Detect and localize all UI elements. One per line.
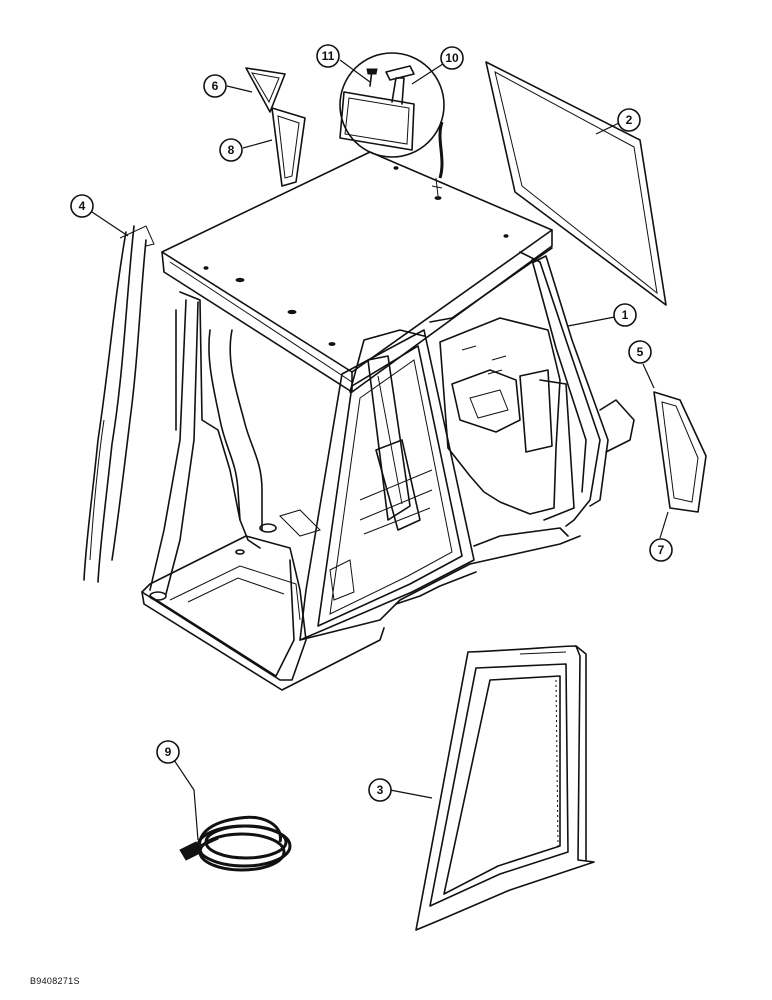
cab-assembly (141, 151, 635, 691)
callout-9: 9 (156, 740, 180, 764)
callout-2: 2 (617, 108, 641, 132)
corner-window-lower (271, 107, 306, 187)
svg-text:11: 11 (322, 49, 335, 63)
roof-mirror-slot (431, 177, 443, 197)
svg-text:4: 4 (79, 199, 86, 213)
leader-lines (91, 59, 669, 841)
callout-8: 8 (219, 138, 243, 162)
door-frame (415, 645, 595, 931)
cab-roof (161, 151, 553, 373)
callout-5: 5 (628, 340, 652, 364)
svg-text:9: 9 (165, 745, 172, 759)
svg-text:7: 7 (658, 543, 665, 557)
roof-holes (203, 166, 509, 346)
mirror-screw (366, 68, 378, 87)
svg-text:3: 3 (377, 783, 384, 797)
door-seal-strip (83, 225, 155, 583)
corner-window-upper (245, 67, 286, 113)
rearview-mirror (339, 65, 415, 151)
callout-3: 3 (368, 778, 392, 802)
svg-text:8: 8 (228, 143, 235, 157)
svg-text:5: 5 (637, 345, 644, 359)
svg-text:10: 10 (445, 51, 459, 65)
callout-11: 11 (316, 44, 340, 68)
callout-6: 6 (203, 74, 227, 98)
figure-code: B9408271S (30, 976, 80, 986)
callout-4: 4 (70, 194, 94, 218)
svg-text:6: 6 (212, 79, 219, 93)
svg-text:2: 2 (626, 113, 633, 127)
rear-window-glass (485, 61, 667, 306)
mirror-mount-leader (438, 121, 444, 179)
mirror-detail-circle (339, 52, 445, 158)
coiled-seal (179, 815, 292, 872)
callout-7: 7 (649, 538, 673, 562)
callout-1: 1 (613, 303, 637, 327)
corner-window-right (653, 391, 707, 513)
svg-text:1: 1 (622, 308, 629, 322)
callout-10: 10 (440, 46, 464, 70)
